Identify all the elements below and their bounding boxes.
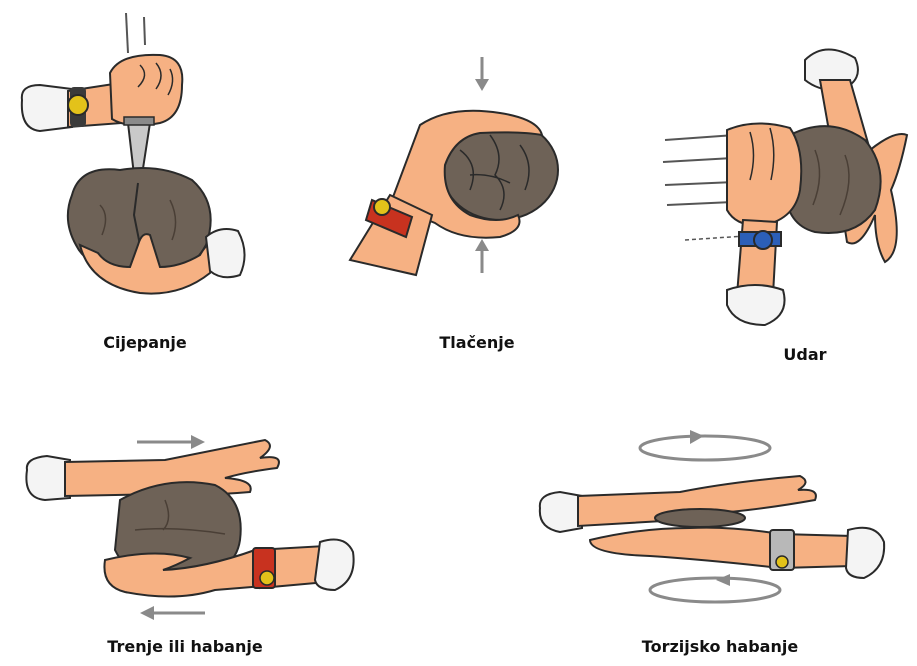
compression-illustration [320,55,580,285]
caption-friction: Trenje ili habanje [107,637,262,656]
impact-illustration [655,40,917,330]
caption-compression: Tlačenje [439,333,514,352]
caption-torsion: Torzijsko habanje [642,637,798,656]
hand-knife-splitting-rock-icon [10,5,270,315]
torsion-illustration [530,430,900,610]
splitting-illustration [10,5,270,315]
friction-illustration [15,430,365,625]
fist-striking-rock-icon [655,40,917,330]
hands-rubbing-rock-icon [15,430,365,625]
caption-splitting: Cijepanje [103,333,187,352]
hand-squeezing-rock-icon [320,55,580,285]
caption-impact: Udar [783,345,826,364]
hands-twisting-rock-icon [530,430,900,610]
